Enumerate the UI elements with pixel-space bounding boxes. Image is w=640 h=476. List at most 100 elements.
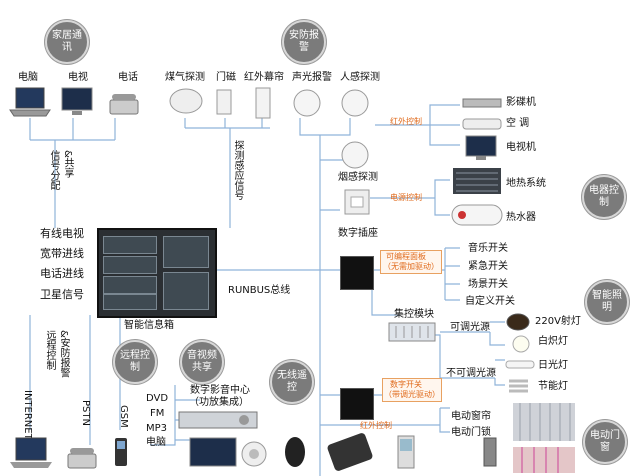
speaker-icon — [241, 441, 267, 467]
computer-label: 电脑 — [18, 72, 38, 83]
tv-label: 电视 — [68, 72, 88, 83]
projector-label: 影碟机 — [506, 97, 536, 108]
mobile-phone-icon — [115, 438, 127, 466]
cabinet-slot — [163, 272, 209, 310]
remote-phone-icon — [67, 448, 97, 469]
remote-laptop-icon — [10, 437, 52, 468]
curtain-icon — [513, 403, 575, 441]
appliance-bubble: 电器控制 — [582, 175, 626, 219]
remote-control-icon — [327, 433, 373, 471]
socket-icon — [344, 189, 370, 215]
panel1-sub: （无需加驱动） — [383, 262, 439, 271]
lighting-bubble: 智能照明 — [585, 280, 629, 324]
tv-icon — [61, 87, 93, 115]
phone-label: 电话 — [118, 72, 138, 83]
av-tv-icon — [189, 437, 237, 467]
av-center-label: 数字影音中心 — [190, 385, 250, 396]
programmable-panel — [340, 256, 374, 290]
sound-light-label: 声光报警 — [292, 72, 332, 83]
cabinet-line-2: 宽带进线 — [40, 247, 84, 260]
panel2-sub: （带调光驱动） — [384, 390, 440, 399]
bulb-icon — [512, 335, 530, 353]
cabinet-slot — [163, 236, 209, 268]
human-label: 人感探测 — [340, 72, 380, 83]
curtain-rail-icon — [513, 447, 575, 473]
bubble-label: 无线遥控 — [277, 370, 307, 393]
bubble-label: 电动门窗 — [590, 430, 620, 453]
human-sensor-icon — [341, 89, 369, 117]
ir-curtain-label: 红外幕帘 — [244, 72, 284, 83]
av-source-mp3: MP3 — [146, 423, 168, 434]
panel1-label: 可编程面板 — [386, 252, 426, 261]
control-module-icon — [388, 322, 436, 342]
internet-label: INTERNET — [22, 390, 33, 440]
socket-label: 数字插座 — [338, 228, 378, 239]
tv-set-label: 电视机 — [506, 142, 536, 153]
fluorescent-label: 日光灯 — [538, 360, 568, 371]
panel2-label: 数字开关 — [390, 380, 422, 389]
gas-detector-icon — [169, 88, 203, 114]
av-source-pc: 电脑 — [146, 437, 166, 448]
touch-panel-icon — [397, 435, 415, 469]
door-sensor-icon — [216, 89, 232, 115]
lock-label: 电动门锁 — [451, 427, 491, 438]
non-dimmable-label: 不可调光源 — [446, 368, 496, 379]
laptop-icon — [9, 87, 51, 117]
projector-icon — [462, 98, 502, 108]
digital-switch-panel — [340, 388, 374, 420]
pstn-label: PSTN — [80, 400, 91, 426]
gsm-label: GSM — [118, 405, 129, 428]
cabinet-title: 智能信息箱 — [124, 320, 174, 331]
sound-light-alarm-icon — [293, 89, 321, 117]
floor-heat-icon — [453, 168, 501, 194]
av-center-sub: （功放集成） — [189, 397, 249, 408]
energy-label: 节能灯 — [538, 381, 568, 392]
door-label: 门磁 — [216, 72, 236, 83]
ir-curtain-icon — [255, 87, 271, 119]
remote-label: 远程控制 — [44, 330, 55, 370]
incandescent-label: 白炽灯 — [538, 336, 568, 347]
curtain-bubble: 电动门窗 — [583, 420, 627, 464]
av-source-dvd: DVD — [146, 393, 169, 404]
curtain-label: 电动窗帘 — [451, 411, 491, 422]
share-label: &共享 — [62, 150, 73, 178]
tv-set-icon — [465, 135, 497, 160]
bubble-label: 音视频共享 — [187, 350, 217, 373]
spot-label: 220V射灯 — [535, 316, 581, 327]
cabinet-line-3: 电话进线 — [40, 267, 84, 280]
cabinet-line-4: 卫星信号 — [40, 288, 84, 301]
sensor-signal-label: 探测感应信号 — [232, 140, 243, 200]
ir-control-label-2: 红外控制 — [360, 421, 392, 430]
water-heater-icon — [451, 204, 503, 226]
water-heater-label: 热水器 — [506, 212, 536, 223]
switch-custom: 自定义开关 — [465, 296, 515, 307]
fluorescent-tube-icon — [505, 360, 535, 369]
bubble-label: 安防报警 — [289, 30, 319, 53]
bubble-label: 电器控制 — [589, 185, 619, 208]
bubble-label: 智能照明 — [592, 290, 622, 313]
remote-bubble: 远程控制 — [113, 340, 157, 384]
smoke-label: 烟感探测 — [338, 172, 378, 183]
cabinet-slot — [103, 276, 157, 294]
ac-icon — [462, 118, 502, 130]
av-amplifier-icon — [178, 411, 258, 429]
cabinet-line-1: 有线电视 — [40, 227, 84, 240]
cabinet-slot — [103, 256, 157, 274]
bus-label: RUNBUS总线 — [228, 285, 291, 296]
dimmable-label: 可调光源 — [450, 322, 490, 333]
wireless-bubble: 无线遥控 — [270, 360, 314, 404]
av-bubble: 音视频共享 — [180, 340, 224, 384]
module-label: 集控模块 — [394, 309, 434, 320]
panel1-box — [380, 250, 442, 274]
switch-scene: 场景开关 — [468, 279, 508, 290]
signal-dist-label: 信号分配 — [48, 150, 59, 190]
cabinet-slot — [103, 294, 157, 310]
security-alarm-label: &安防报警 — [58, 330, 69, 378]
gas-label: 煤气探测 — [165, 72, 205, 83]
cabinet-slot — [103, 236, 157, 254]
bubble-label: 远程控制 — [120, 350, 150, 373]
bubble-label: 家居通讯 — [52, 30, 82, 53]
ac-label: 空 调 — [506, 118, 530, 129]
floor-heat-label: 地热系统 — [506, 178, 546, 189]
